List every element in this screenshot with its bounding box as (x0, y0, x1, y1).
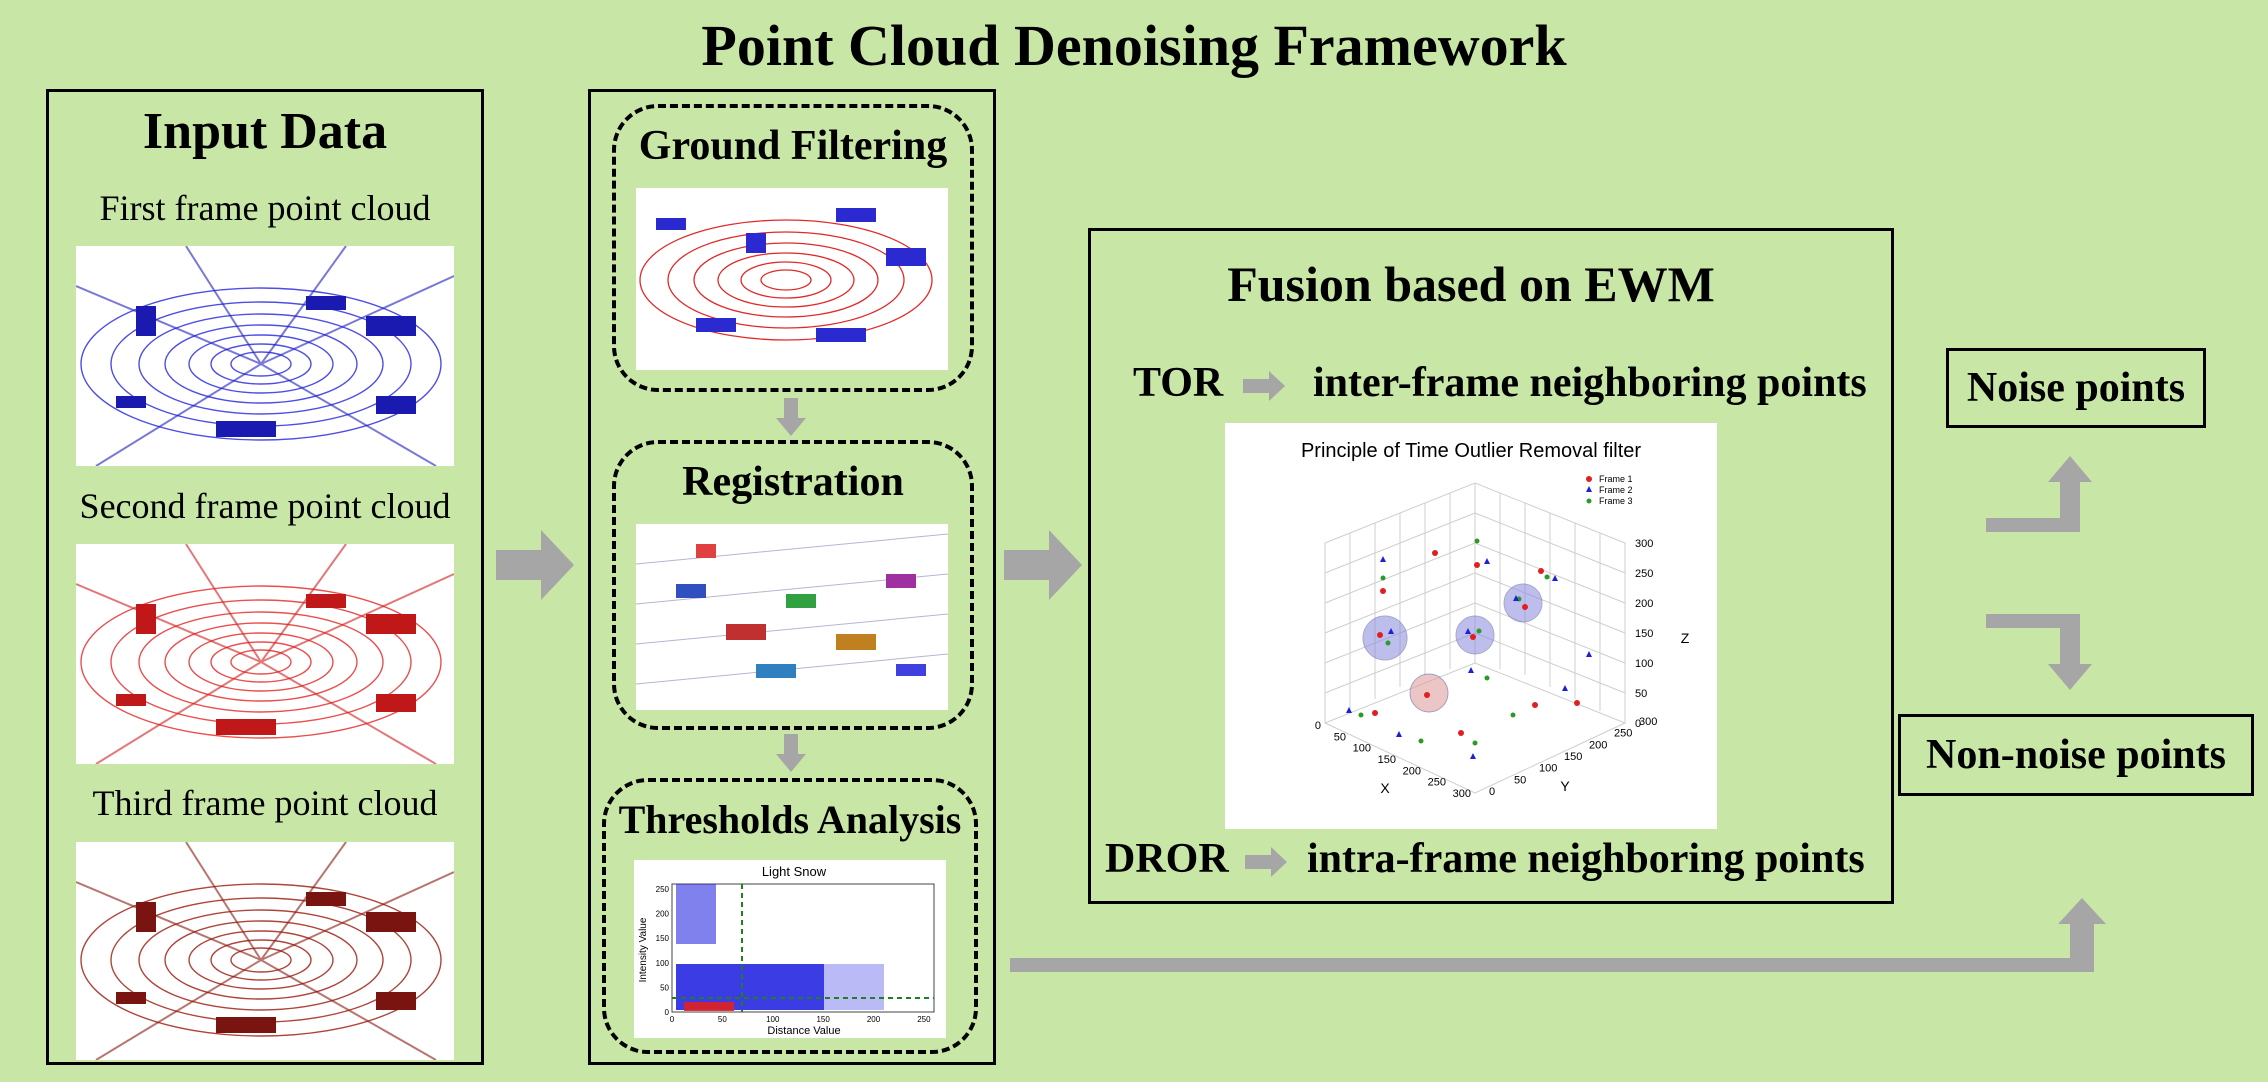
registration-graphic (636, 533, 948, 685)
arrow-down-icon (776, 398, 806, 436)
dror-label: DROR (1105, 836, 1229, 882)
frame-2-point-cloud-image (76, 544, 454, 764)
ground-filtering-graphic (639, 208, 933, 342)
registration-heading: Registration (682, 459, 904, 505)
fusion-panel: Fusion based on EWM TOR inter-frame neig… (1088, 228, 1894, 904)
y-tick-label: 250 (656, 885, 670, 894)
threshold-chart-ylabel: Intensity Value (638, 917, 649, 982)
y-tick-label: 50 (660, 983, 669, 992)
input-data-heading: Input Data (142, 103, 388, 160)
tor-plot-title: Principle of Time Outlier Removal filter (1301, 440, 1641, 462)
frame-caption-2: Second frame point cloud (79, 486, 451, 526)
neighborhood-sphere (1362, 615, 1408, 661)
arrow-right-icon (1004, 530, 1082, 600)
x-tick-label: 150 (816, 1015, 830, 1024)
y-tick-label: 250 (1614, 728, 1632, 740)
non-noise-points-box: Non-noise points (1898, 714, 2254, 796)
page-title: Point Cloud Denoising Framework (701, 13, 1567, 78)
z-tick-label: 150 (1635, 628, 1653, 640)
threshold-chart-xlabel: Distance Value (767, 1025, 840, 1037)
legend-frame-3: Frame 3 (1599, 496, 1633, 506)
y-tick-label: 150 (656, 934, 670, 943)
input-data-panel: Input Data First frame point cloud Secon… (46, 89, 484, 1065)
neighborhood-sphere (1503, 583, 1543, 623)
scatter-region-noise (684, 1002, 734, 1011)
thresholds-analysis-box: Thresholds Analysis Light Snow Distance … (602, 778, 978, 1054)
z-tick-label: 100 (1635, 658, 1653, 670)
bypass-arrow-icon (1010, 898, 2106, 972)
z-tick-label: 250 (1635, 568, 1653, 580)
z-tick-label: 0 (1635, 718, 1641, 730)
ground-filtering-box: Ground Filtering (612, 104, 974, 392)
x-tick-label: 50 (1334, 731, 1346, 743)
threshold-chart-title: Light Snow (762, 864, 827, 879)
processing-panel (588, 89, 996, 1065)
y-tick-label: 0 (665, 1008, 670, 1017)
arrow-right-icon (1245, 847, 1287, 877)
x-tick-label: 0 (670, 1015, 675, 1024)
arrow-right-icon (1243, 371, 1285, 401)
scatter-region-sparse (824, 964, 884, 1010)
elbow-arrow-up-icon (1986, 456, 2092, 532)
tor-plot-xlabel: X (1380, 780, 1390, 796)
y-tick-label: 0 (1489, 786, 1495, 798)
tor-principle-plot-svg: Principle of Time Outlier Removal filter… (1301, 440, 1690, 800)
tor-description: inter-frame neighboring points (1313, 360, 1867, 406)
frame-caption-3: Third frame point cloud (92, 783, 438, 823)
frame-2-cloud-graphic (76, 544, 454, 764)
tor-principle-plot: Principle of Time Outlier Removal filter… (1225, 423, 1717, 829)
threshold-chart: Light Snow Distance Value Intensity Valu… (634, 860, 946, 1038)
x-tick-label: 150 (1378, 754, 1396, 766)
y-tick-label: 150 (1564, 751, 1582, 763)
frame-3-cloud-graphic (76, 842, 454, 1060)
registration-image (636, 524, 948, 710)
registration-box: Registration (612, 440, 974, 730)
frame-1-point-cloud-image (76, 246, 454, 466)
z-tick-label: 50 (1635, 688, 1647, 700)
threshold-chart-svg: Light Snow Distance Value Intensity Valu… (638, 864, 935, 1037)
x-tick-label: 100 (766, 1015, 780, 1024)
z-tick-label: 300 (1635, 538, 1653, 550)
x-tick-label: 200 (867, 1015, 881, 1024)
y-tick-label: 100 (1539, 763, 1557, 775)
frame-caption-1: First frame point cloud (99, 188, 431, 228)
ground-filtering-image (636, 188, 948, 370)
tor-plot-legend: Frame 1 Frame 2 Frame 3 (1586, 474, 1633, 506)
x-tick-label: 0 (1315, 720, 1321, 732)
y-tick-label: 300 (1639, 716, 1657, 728)
scatter-region-upper (676, 884, 716, 944)
y-tick-label: 100 (656, 959, 670, 968)
frame-1-cloud-graphic (76, 246, 454, 466)
x-tick-label: 250 (917, 1015, 931, 1024)
x-tick-label: 250 (1428, 777, 1446, 789)
tor-label: TOR (1133, 360, 1224, 406)
y-tick-label: 50 (1514, 774, 1526, 786)
z-tick-label: 200 (1635, 598, 1653, 610)
fusion-heading: Fusion based on EWM (1227, 256, 1715, 312)
elbow-arrow-down-icon (1986, 614, 2092, 690)
ground-filtering-heading: Ground Filtering (638, 123, 948, 169)
legend-frame-2: Frame 2 (1599, 485, 1633, 495)
thresholds-analysis-heading: Thresholds Analysis (618, 797, 962, 842)
x-tick-label: 300 (1453, 788, 1471, 800)
arrow-down-icon (776, 734, 806, 772)
y-tick-label: 200 (656, 910, 670, 919)
legend-frame-1: Frame 1 (1599, 474, 1633, 484)
x-tick-label: 100 (1353, 743, 1371, 755)
dror-description: intra-frame neighboring points (1307, 836, 1865, 882)
tor-plot-ylabel: Y (1560, 778, 1570, 794)
x-tick-label: 50 (718, 1015, 727, 1024)
frame-3-point-cloud-image (76, 842, 454, 1060)
noise-points-box: Noise points (1946, 348, 2206, 428)
tor-plot-zlabel: Z (1681, 630, 1690, 646)
arrow-right-icon (496, 530, 574, 600)
y-tick-label: 200 (1589, 739, 1607, 751)
x-tick-label: 200 (1403, 765, 1421, 777)
